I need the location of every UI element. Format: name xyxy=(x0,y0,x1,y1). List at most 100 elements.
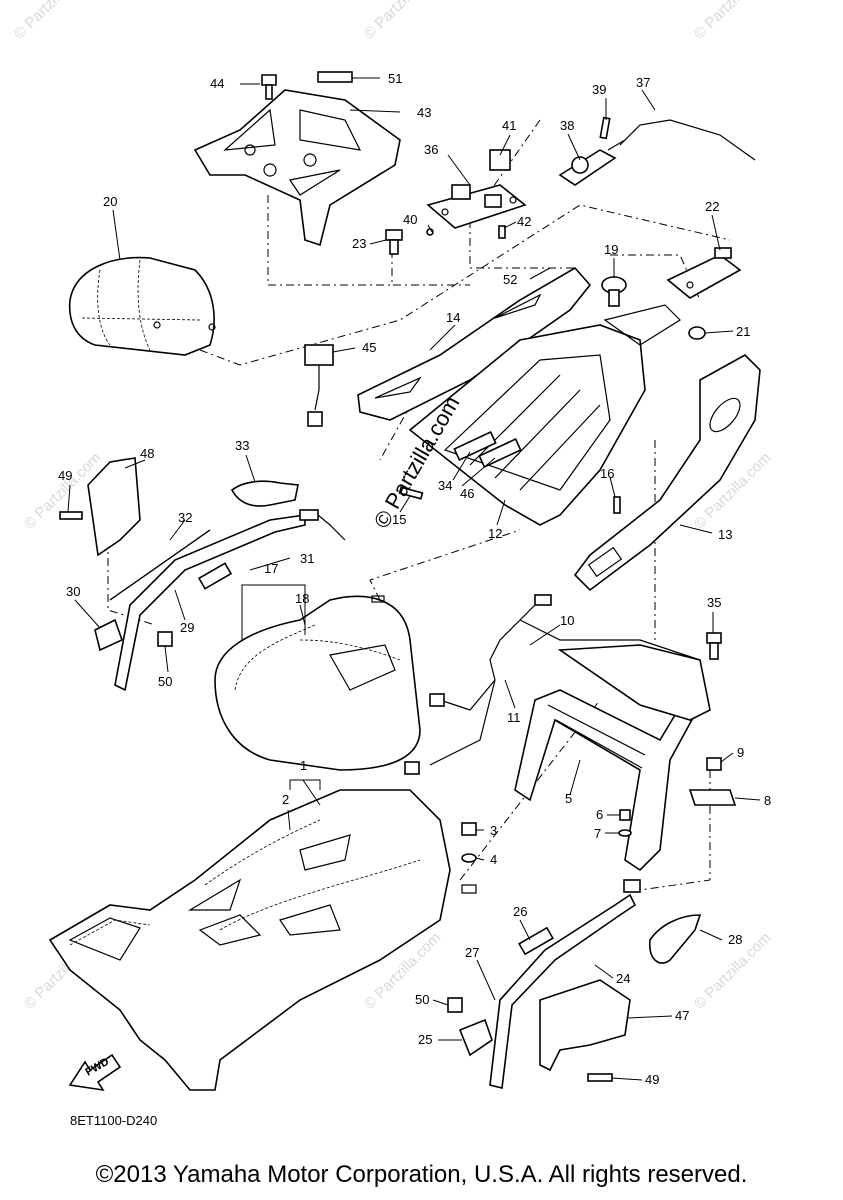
rear-frame-14 xyxy=(357,266,592,421)
side-cover-13 xyxy=(573,354,761,592)
callouts: 44 51 43 36 41 38 39 37 20 40 42 23 22 1… xyxy=(58,71,771,1087)
callout-44: 44 xyxy=(210,76,224,91)
callout-20: 20 xyxy=(103,194,117,209)
callout-32: 32 xyxy=(178,510,192,525)
seat-pad-20 xyxy=(68,256,216,356)
callout-36: 36 xyxy=(424,142,438,157)
damper-9 xyxy=(706,757,722,771)
copyright-notice: ©2013 Yamaha Motor Corporation, U.S.A. A… xyxy=(95,1161,748,1188)
plate-8 xyxy=(688,789,737,806)
callout-35: 35 xyxy=(707,595,721,610)
diagram-code: 8ET1100-D240 xyxy=(70,1113,157,1128)
callout-6: 6 xyxy=(596,807,603,822)
cylinders-34-46 xyxy=(453,431,522,468)
grip-28 xyxy=(649,914,702,964)
callout-15: 15 xyxy=(392,512,406,527)
nut-50a xyxy=(157,631,173,647)
callout-4: 4 xyxy=(490,852,497,867)
screw-42 xyxy=(498,225,506,239)
callout-23: 23 xyxy=(352,236,366,251)
callout-10: 10 xyxy=(560,613,574,628)
cap-25 xyxy=(458,1018,493,1057)
callout-45: 45 xyxy=(362,340,376,355)
callout-9: 9 xyxy=(737,745,744,760)
washer-7 xyxy=(618,829,632,837)
washer-4 xyxy=(461,853,477,863)
callout-24: 24 xyxy=(616,971,630,986)
callout-22: 22 xyxy=(705,199,719,214)
callout-40: 40 xyxy=(403,212,417,227)
callout-7: 7 xyxy=(594,826,601,841)
clip-41 xyxy=(489,149,511,171)
tray-12 xyxy=(408,304,681,526)
callout-46: 46 xyxy=(460,486,474,501)
callout-3: 3 xyxy=(490,823,497,838)
seat-1 xyxy=(48,789,477,1091)
callout-50b: 50 xyxy=(415,992,429,1007)
nut-3 xyxy=(461,822,477,836)
bracket-22 xyxy=(666,247,742,299)
callout-21: 21 xyxy=(736,324,750,339)
carrier-rack xyxy=(193,89,401,247)
bolt-44 xyxy=(261,74,277,100)
callout-34: 34 xyxy=(438,478,452,493)
harness-10 xyxy=(404,594,701,775)
grip-33 xyxy=(230,480,299,507)
grab-bar-left xyxy=(109,509,346,692)
callout-38: 38 xyxy=(560,118,574,133)
label-51 xyxy=(317,71,353,83)
callout-19: 19 xyxy=(604,242,618,257)
callout-47: 47 xyxy=(675,1008,689,1023)
callout-49b: 49 xyxy=(645,1072,659,1087)
watermark-text: © Partzilla.com xyxy=(361,0,444,43)
callout-51: 51 xyxy=(388,71,402,86)
watermark-text: © Partzilla.com xyxy=(11,0,94,43)
callout-14: 14 xyxy=(446,310,460,325)
callout-5: 5 xyxy=(565,791,572,806)
callout-26: 26 xyxy=(513,904,527,919)
switch-45 xyxy=(304,344,334,427)
callout-48: 48 xyxy=(140,446,154,461)
screw-16 xyxy=(613,496,621,514)
callout-50a: 50 xyxy=(158,674,172,689)
lock-cable xyxy=(558,116,756,186)
nut-50b xyxy=(447,997,463,1013)
callout-18: 18 xyxy=(295,591,309,606)
watermark-text: © Partzilla.com xyxy=(691,0,774,43)
callout-31: 31 xyxy=(300,551,314,566)
handle-48 xyxy=(87,457,141,557)
callout-30: 30 xyxy=(66,584,80,599)
callout-42: 42 xyxy=(517,214,531,229)
screw-40 xyxy=(426,228,434,236)
callout-8: 8 xyxy=(764,793,771,808)
knob-19 xyxy=(601,276,627,307)
handle-47 xyxy=(539,979,631,1072)
callout-17: 17 xyxy=(264,561,278,576)
bolt-15 xyxy=(398,486,424,500)
callout-39: 39 xyxy=(592,82,606,97)
callout-25: 25 xyxy=(418,1032,432,1047)
washer-21 xyxy=(688,326,706,340)
callout-12: 12 xyxy=(488,526,502,541)
callout-49a: 49 xyxy=(58,468,72,483)
bolt-49b xyxy=(587,1073,613,1082)
grab-bar-right xyxy=(489,879,641,1089)
bracket-36 xyxy=(426,184,527,229)
bolt-23 xyxy=(385,229,403,255)
bolt-35 xyxy=(706,632,722,660)
callout-29: 29 xyxy=(180,620,194,635)
callout-37: 37 xyxy=(636,75,650,90)
bolt-49a xyxy=(59,511,83,520)
cap-30 xyxy=(94,618,123,652)
callout-2: 2 xyxy=(282,792,289,807)
callout-43: 43 xyxy=(417,105,431,120)
callout-28: 28 xyxy=(728,932,742,947)
callout-52: 52 xyxy=(503,272,517,287)
callout-27: 27 xyxy=(465,945,479,960)
callout-33: 33 xyxy=(235,438,249,453)
leader-lines xyxy=(67,77,761,1081)
nut-6 xyxy=(619,809,631,821)
bracket-5 xyxy=(514,644,711,872)
callout-13: 13 xyxy=(718,527,732,542)
